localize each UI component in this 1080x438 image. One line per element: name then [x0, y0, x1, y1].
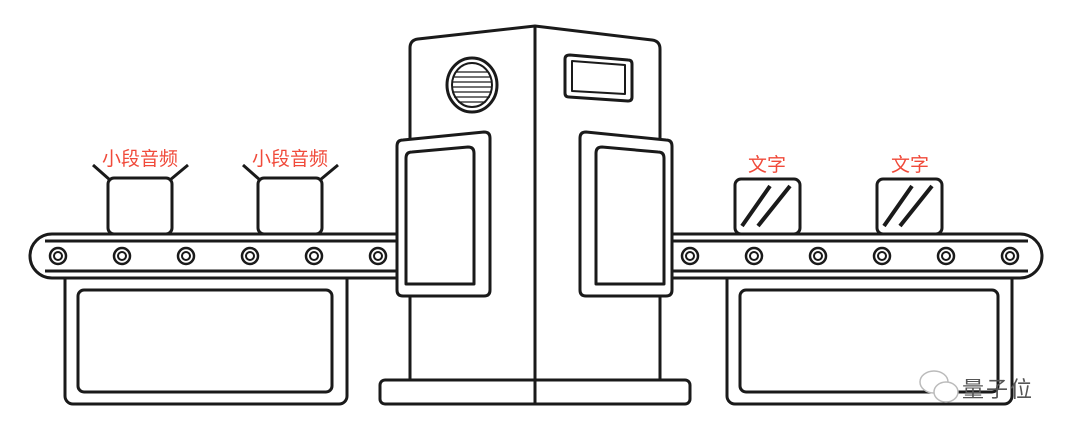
roller: [936, 246, 956, 266]
input-label-1: 小段音频: [101, 148, 179, 170]
wechat-icon: [919, 370, 959, 403]
left-hatch: [395, 130, 492, 298]
text-box-1: [733, 177, 802, 236]
roller: [1000, 246, 1020, 266]
roller: [181, 251, 191, 261]
watermark: 量子位: [962, 378, 1035, 403]
roller: [112, 246, 132, 266]
roller: [749, 251, 759, 261]
output-label-2: 文字: [890, 154, 930, 176]
left-stand: [63, 268, 349, 406]
roller: [808, 246, 828, 266]
right-stand: [725, 268, 1014, 406]
roller: [680, 246, 700, 266]
roller: [176, 246, 196, 266]
roller: [1005, 251, 1015, 261]
roller: [245, 251, 255, 261]
output-label-1: 文字: [747, 154, 787, 176]
processing-machine: [378, 24, 692, 406]
roller: [309, 251, 319, 261]
text-box-2: [875, 177, 944, 236]
roller: [48, 246, 68, 266]
audio-box-2: [242, 163, 339, 236]
roller: [872, 246, 892, 266]
roller: [117, 251, 127, 261]
input-label-2: 小段音频: [251, 148, 329, 170]
roller: [373, 251, 383, 261]
vent-icon: [445, 56, 499, 114]
roller: [941, 251, 951, 261]
roller: [744, 246, 764, 266]
roller: [240, 246, 260, 266]
audio-box-1: [92, 163, 189, 236]
roller: [53, 251, 63, 261]
roller: [877, 251, 887, 261]
roller: [685, 251, 695, 261]
roller: [813, 251, 823, 261]
roller: [368, 246, 388, 266]
right-hatch: [578, 130, 674, 298]
roller: [304, 246, 324, 266]
display-window: [563, 53, 634, 103]
